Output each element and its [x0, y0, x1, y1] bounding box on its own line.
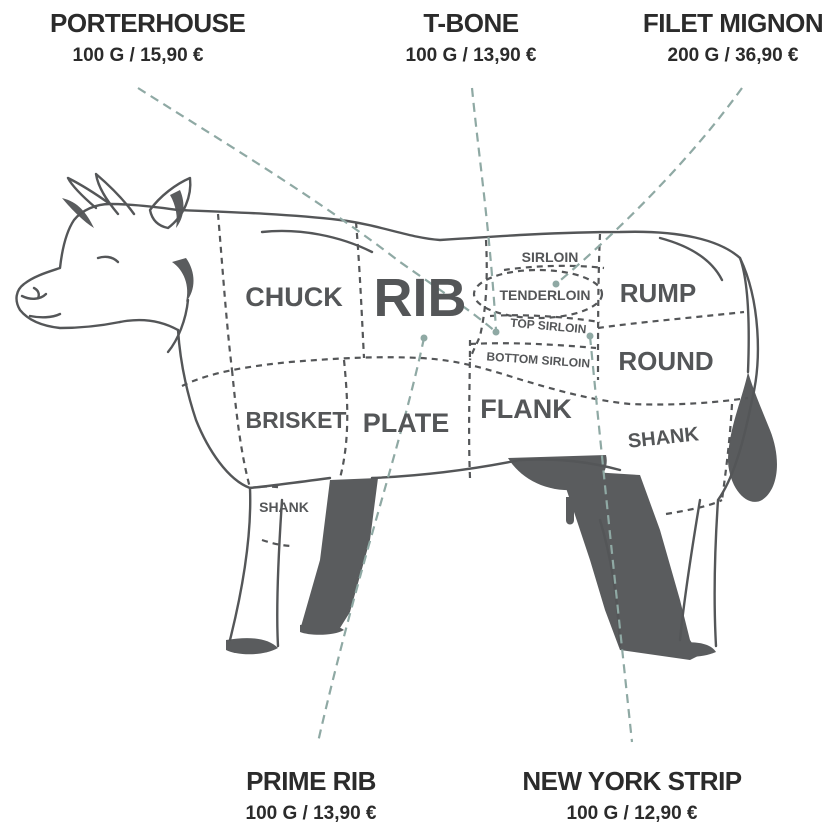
callout-name: FILET MIGNON [640, 8, 826, 38]
callout-name: NEW YORK STRIP [516, 766, 748, 796]
cow-legs [226, 455, 716, 660]
callout-price: 100 G / 15,90 € [50, 44, 226, 68]
callout-name: PRIME RIB [220, 766, 402, 796]
cut-label-top-sirloin: TOP SIRLOIN [510, 316, 587, 337]
cut-label-sirloin: SIRLOIN [522, 249, 579, 265]
callout-prime-rib: PRIME RIB 100 G / 13,90 € [220, 766, 402, 826]
cut-label-bottom-sirloin: BOTTOM SIRLOIN [486, 349, 591, 370]
callout-name: PORTERHOUSE [50, 8, 226, 38]
cut-label-chuck: CHUCK [245, 282, 343, 312]
cut-label-plate: PLATE [363, 408, 450, 438]
callout-name: T-BONE [386, 8, 556, 38]
cut-label-rib: RIB [374, 268, 467, 328]
cut-boundaries [182, 214, 748, 546]
callout-price: 100 G / 12,90 € [516, 802, 748, 826]
cut-label-rump: RUMP [620, 278, 697, 308]
cut-labels: CHUCK RIB SIRLOIN TENDERLOIN TOP SIRLOIN… [245, 249, 713, 515]
cut-label-brisket: BRISKET [246, 407, 347, 433]
callout-price: 100 G / 13,90 € [386, 44, 556, 68]
cut-label-round: ROUND [618, 346, 713, 376]
cut-label-tenderloin: TENDERLOIN [500, 287, 591, 303]
callout-new-york-strip: NEW YORK STRIP 100 G / 12,90 € [516, 766, 748, 826]
cut-label-shank-rear: SHANK [627, 423, 701, 452]
cut-label-flank: FLANK [480, 394, 572, 424]
callout-porterhouse: PORTERHOUSE 100 G / 15,90 € [50, 8, 226, 68]
cut-label-shank-front: SHANK [259, 499, 309, 515]
callout-t-bone: T-BONE 100 G / 13,90 € [386, 8, 556, 68]
callout-filet-mignon: FILET MIGNON 200 G / 36,90 € [640, 8, 826, 68]
tail-tuft [728, 372, 777, 502]
callout-price: 100 G / 13,90 € [220, 802, 402, 826]
callout-price: 200 G / 36,90 € [640, 44, 826, 68]
